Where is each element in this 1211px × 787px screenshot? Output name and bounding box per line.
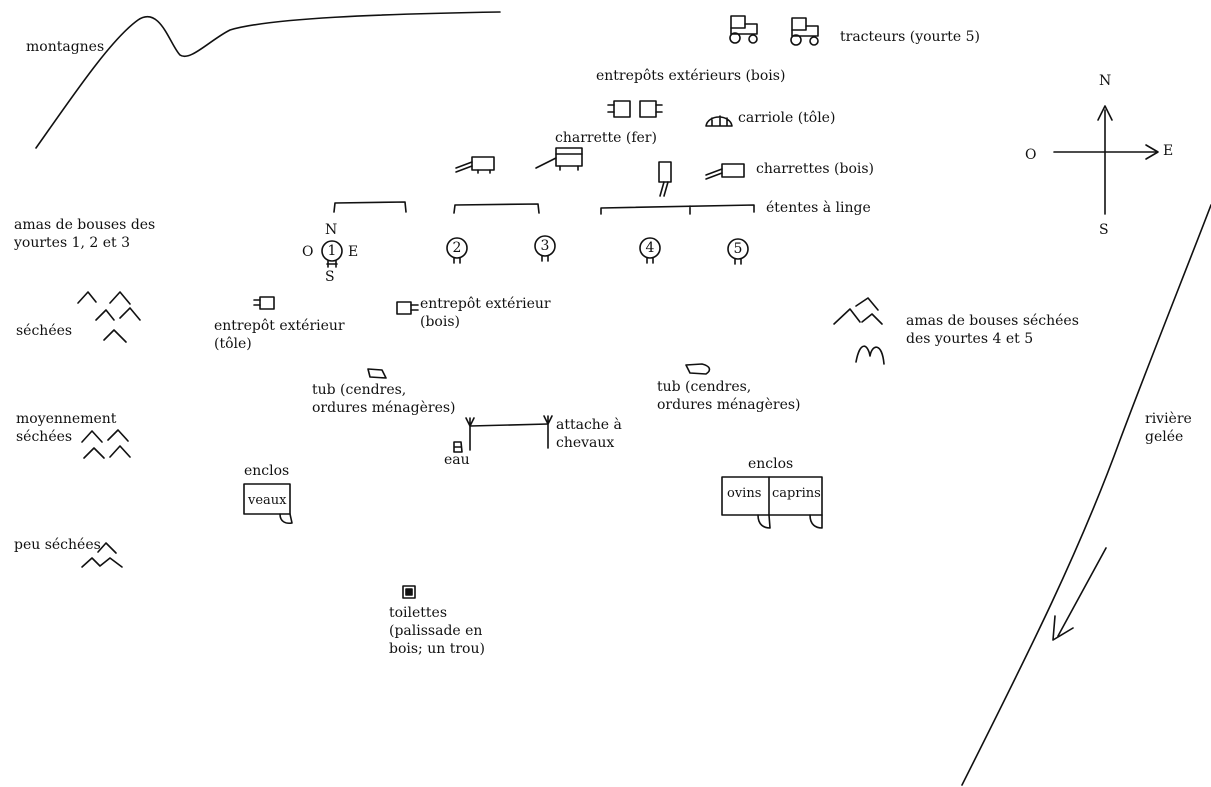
dung-east-line1: amas de bouses séchées (906, 313, 1079, 329)
wagon-icon (705, 115, 733, 127)
storage-shed-icon (607, 100, 663, 118)
hitching-post-icon (465, 415, 553, 451)
dung-little-dried-label: peu séchées (14, 537, 101, 553)
carts-wood-label: charrettes (bois) (756, 161, 875, 177)
compass-east-label: E (1163, 143, 1174, 159)
cart-metal-label: charrette (fer) (555, 130, 657, 146)
river-bank-line (961, 204, 1211, 786)
yurt-icon (727, 238, 749, 265)
pen-enclosure-icon (243, 483, 293, 525)
cart-icon (705, 163, 745, 180)
cart-icon (535, 147, 583, 171)
storage-tin-line1: entrepôt extérieur (214, 318, 345, 334)
horse-tie-line2: chevaux (556, 435, 615, 451)
tractors-label: tracteurs (yourte 5) (840, 29, 980, 45)
compass-west-label: O (1025, 147, 1037, 163)
storage-wood-line2: (bois) (420, 314, 460, 330)
pen-left-title: enclos (244, 463, 290, 479)
storage-outdoor-top-label: entrepôts extérieurs (bois) (596, 68, 786, 84)
pen-calves-label: veaux (248, 493, 287, 508)
yurt1-south-label: S (325, 269, 335, 285)
clothesline-icon (333, 201, 407, 213)
pen-enclosure-icon (721, 476, 823, 529)
yurt-number-3: 3 (540, 238, 550, 254)
storage-tin-line2: (tôle) (214, 336, 252, 352)
water-label: eau (444, 452, 470, 468)
yurt-number-1: 1 (327, 243, 337, 259)
dung-west-title-line1: amas de bouses des (14, 217, 156, 233)
horse-tie-line1: attache à (556, 417, 622, 433)
cart-icon (658, 161, 672, 197)
yurt1-west-label: O (302, 244, 314, 260)
river-label-line1: rivière (1145, 411, 1192, 427)
dung-heap-icon (81, 429, 131, 459)
yurt-number-5: 5 (733, 241, 743, 257)
mountains-label: montagnes (26, 39, 105, 55)
tractor-icon (729, 15, 758, 44)
toilet-icon (402, 585, 416, 599)
clothesline-icon (453, 203, 540, 214)
compass-north-label: N (1099, 73, 1112, 89)
tub-icon (685, 363, 711, 375)
pen-goats-label: caprins (772, 486, 821, 501)
tub-right-line1: tub (cendres, (657, 379, 752, 395)
storage-wood-line1: entrepôt extérieur (420, 296, 551, 312)
storage-shed-icon (396, 301, 419, 315)
compass-rose-icon (1053, 105, 1159, 215)
dung-dried-label: séchées (16, 323, 73, 339)
toilets-line2: (palissade en (389, 623, 483, 639)
pen-right-title: enclos (748, 456, 794, 472)
tub-left-line2: ordures ménagères) (312, 400, 456, 416)
dung-heap-icon (833, 297, 885, 365)
river-flow-arrow-icon (1052, 547, 1107, 641)
yurt1-north-label: N (325, 222, 338, 238)
river-label-line2: gelée (1145, 429, 1184, 445)
yurt-icon (639, 237, 661, 264)
dung-west-title-line2: yourtes 1, 2 et 3 (14, 235, 131, 251)
yurt-icon (446, 237, 468, 264)
wagon-label: carriole (tôle) (738, 110, 836, 126)
pen-sheep-label: ovins (727, 486, 762, 501)
dung-medium-dried-line1: moyennement (16, 411, 117, 427)
yurt-number-2: 2 (452, 240, 462, 256)
clothesline-icon (600, 204, 755, 215)
clotheslines-label: étentes à linge (766, 200, 871, 216)
yurt-number-4: 4 (645, 240, 655, 256)
tractor-icon (790, 17, 819, 46)
toilets-line1: toilettes (389, 605, 448, 621)
tub-left-line1: tub (cendres, (312, 382, 407, 398)
cart-icon (455, 156, 495, 174)
dung-heap-icon (81, 542, 123, 568)
yurt-icon (321, 240, 343, 268)
dung-east-line2: des yourtes 4 et 5 (906, 331, 1034, 347)
dung-medium-dried-line2: séchées (16, 429, 73, 445)
tub-icon (367, 368, 387, 379)
yurt-icon (534, 235, 556, 262)
tub-right-line2: ordures ménagères) (657, 397, 801, 413)
storage-shed-icon (253, 296, 275, 310)
toilets-line3: bois; un trou) (389, 641, 485, 657)
dung-heap-icon (77, 291, 141, 343)
yurt1-east-label: E (348, 244, 359, 260)
mountain-ridge-line (35, 11, 501, 149)
compass-south-label: S (1099, 222, 1109, 238)
water-container-icon (453, 441, 463, 453)
